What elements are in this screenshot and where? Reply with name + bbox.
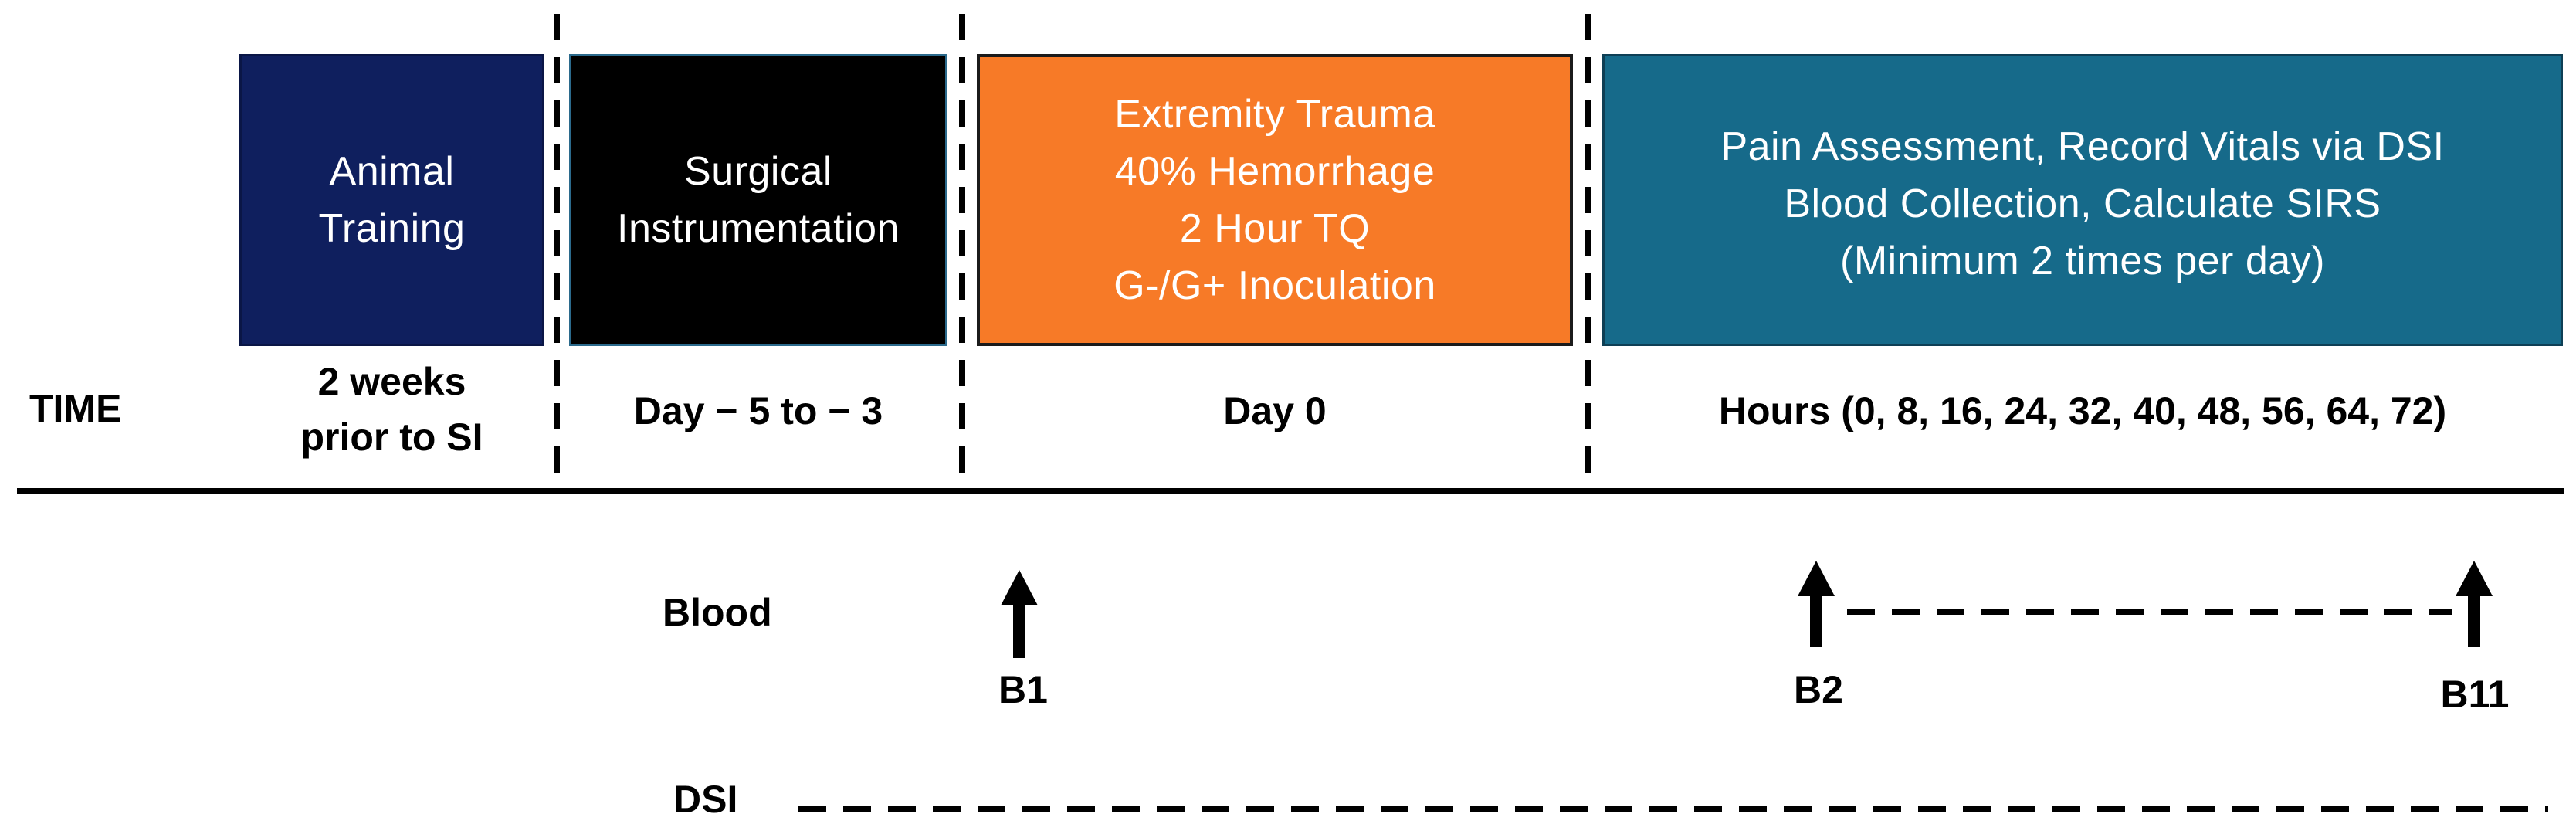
hours-time-label: Hours (0, 8, 16, 24, 32, 40, 48, 56, 64,… bbox=[1718, 389, 2447, 432]
day0-time-label: Day 0 bbox=[1223, 389, 1327, 432]
b2-arrow-icon bbox=[1798, 561, 1835, 647]
b1-arrow-icon bbox=[1001, 570, 1038, 658]
monitoring-box: Pain Assessment, Record Vitals via DSI B… bbox=[1602, 54, 2563, 346]
surgical-instrumentation-box: Surgical Instrumentation bbox=[569, 54, 947, 346]
animal-training-box: Animal Training bbox=[239, 54, 544, 346]
b1-label: B1 bbox=[998, 668, 1048, 711]
blood-row-label: Blood bbox=[663, 591, 772, 634]
surgical-time-label: Day − 5 to − 3 bbox=[633, 389, 883, 432]
training-time-label: 2 weeks prior to SI bbox=[300, 360, 483, 459]
b11-arrow-icon bbox=[2456, 561, 2493, 647]
time-row-label: TIME bbox=[29, 387, 122, 430]
b11-label: B11 bbox=[2440, 673, 2510, 716]
b2-label: B2 bbox=[1794, 668, 1843, 711]
dsi-row-label: DSI bbox=[673, 778, 738, 821]
day0-procedures-box: Extremity Trauma 40% Hemorrhage 2 Hour T… bbox=[977, 54, 1573, 346]
